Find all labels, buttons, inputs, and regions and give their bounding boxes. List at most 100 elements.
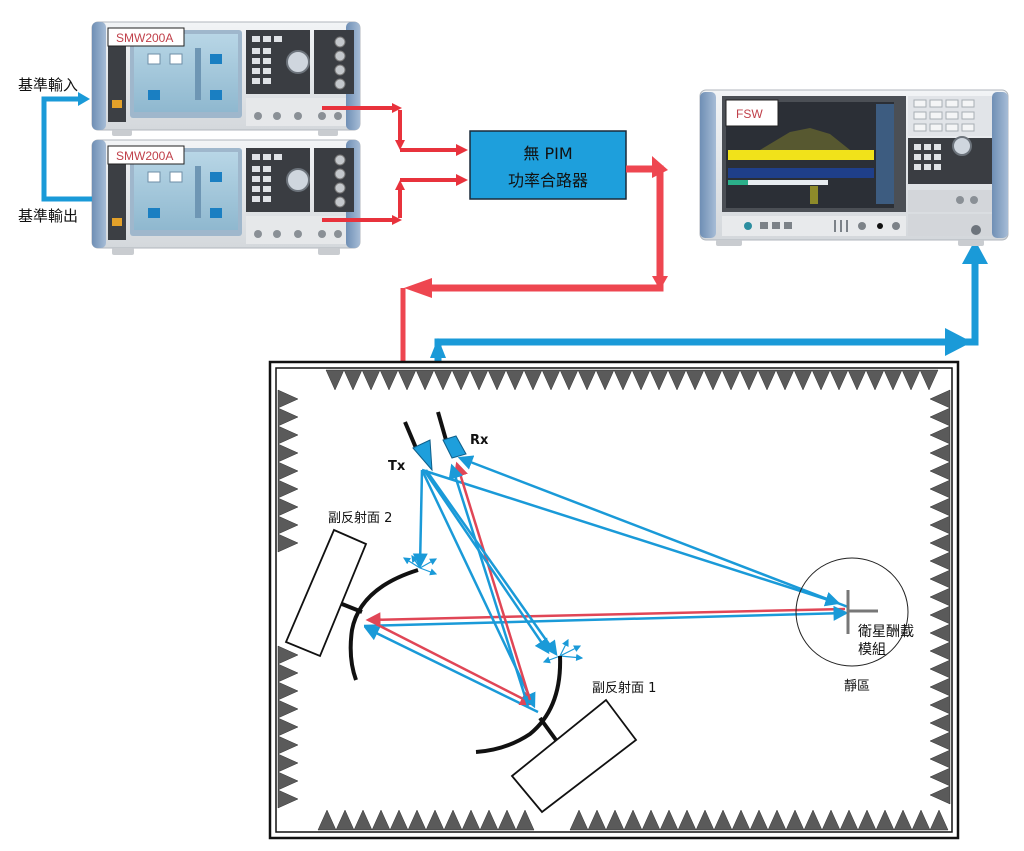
absorber-cone-bottom bbox=[875, 809, 895, 831]
absorber-cone-top bbox=[577, 369, 597, 391]
absorber-cone-top bbox=[865, 369, 885, 391]
absorber-cone-bottom bbox=[929, 809, 949, 831]
absorber-cone-bottom bbox=[425, 809, 445, 831]
signal-generator-top: SMW200A bbox=[91, 21, 361, 136]
absorber-cone-bottom bbox=[353, 809, 373, 831]
generator-top-label: SMW200A bbox=[116, 31, 173, 45]
absorber-cone-left bbox=[277, 443, 299, 463]
absorber-cone-right bbox=[929, 515, 951, 535]
absorber-cone-right bbox=[929, 533, 951, 553]
absorber-cone-top bbox=[775, 369, 795, 391]
absorber-cone-left bbox=[277, 753, 299, 773]
subreflector-1-label: 副反射面 1 bbox=[592, 680, 656, 696]
analyzer-label-box bbox=[725, 99, 779, 127]
absorber-cone-left bbox=[277, 663, 299, 683]
absorber-cone-top bbox=[505, 369, 525, 391]
absorber-cone-top bbox=[469, 369, 489, 391]
absorber-cone-left bbox=[277, 645, 299, 665]
absorber-cone-bottom bbox=[785, 809, 805, 831]
absorber-cone-right bbox=[929, 389, 951, 409]
absorber-cone-right bbox=[929, 695, 951, 715]
absorber-cone-right bbox=[929, 623, 951, 643]
absorber-cone-bottom bbox=[371, 809, 391, 831]
generator-bottom-label-box bbox=[107, 145, 185, 165]
absorber-cone-top bbox=[811, 369, 831, 391]
red-arrow-heads bbox=[392, 103, 468, 225]
absorber-cone-left bbox=[277, 479, 299, 499]
absorber-cone-top bbox=[883, 369, 903, 391]
absorber-cone-bottom bbox=[335, 809, 355, 831]
absorber-cone-bottom bbox=[749, 809, 769, 831]
absorber-cone-bottom bbox=[569, 809, 589, 831]
signal-generator-bottom: SMW200A bbox=[91, 139, 361, 255]
absorber-cone-bottom bbox=[803, 809, 823, 831]
spectrum-analyzer-fsw: FSW bbox=[699, 89, 1009, 246]
absorber-cone-left bbox=[277, 735, 299, 755]
absorber-cone-left bbox=[277, 717, 299, 737]
generator-top-label-box bbox=[107, 27, 185, 47]
absorber-cone-bottom bbox=[623, 809, 643, 831]
absorber-cone-right bbox=[929, 497, 951, 517]
absorber-cone-right bbox=[929, 641, 951, 661]
absorber-cone-top bbox=[685, 369, 705, 391]
absorber-cone-top bbox=[541, 369, 561, 391]
absorber-cone-bottom bbox=[839, 809, 859, 831]
absorber-cone-bottom bbox=[497, 809, 517, 831]
edge-diffraction-sub2 bbox=[402, 555, 438, 576]
absorber-cone-right bbox=[929, 731, 951, 751]
subreflector-1: 副反射面 1 bbox=[475, 655, 656, 814]
reference-arrow-head bbox=[78, 92, 90, 106]
quiet-zone: 衛星酬載 模組 靜區 bbox=[795, 557, 914, 694]
rx-label: Rx bbox=[470, 433, 489, 448]
absorber-cone-right bbox=[929, 659, 951, 679]
subreflector-2-positioner bbox=[284, 528, 368, 658]
anechoic-chamber bbox=[268, 360, 960, 840]
absorber-cone-top bbox=[721, 369, 741, 391]
absorber-cone-bottom bbox=[695, 809, 715, 831]
absorber-cone-left bbox=[277, 771, 299, 791]
absorber-cone-right bbox=[929, 443, 951, 463]
absorber-cone-bottom bbox=[515, 809, 535, 831]
absorber-cone-right bbox=[929, 713, 951, 733]
absorber-cone-top bbox=[667, 369, 687, 391]
absorber-cone-bottom bbox=[767, 809, 787, 831]
absorber-cone-right bbox=[929, 479, 951, 499]
absorber-cone-right bbox=[929, 425, 951, 445]
reference-connection: 基準輸入 基準輸出 bbox=[18, 76, 92, 225]
absorber-cone-top bbox=[397, 369, 417, 391]
absorber-cone-bottom bbox=[659, 809, 679, 831]
absorber-cone-top bbox=[451, 369, 471, 391]
rx-feed-horn: Rx bbox=[436, 411, 489, 459]
absorber-cone-bottom bbox=[713, 809, 733, 831]
combiner-label-line2: 功率合路器 bbox=[508, 171, 588, 190]
absorber-cone-left bbox=[277, 407, 299, 427]
absorber-cone-top bbox=[523, 369, 543, 391]
combiner-label-line1: 無 PIM bbox=[523, 144, 572, 163]
absorber-cone-bottom bbox=[641, 809, 661, 831]
reference-input-label: 基準輸入 bbox=[18, 76, 78, 94]
absorber-cone-left bbox=[277, 533, 299, 553]
subreflector-1-positioner bbox=[510, 698, 638, 814]
absorber-cone-right bbox=[929, 785, 951, 805]
absorber-cone-left bbox=[277, 681, 299, 701]
payload-label-line2: 模組 bbox=[858, 642, 886, 658]
absorber-cone-top bbox=[379, 369, 399, 391]
absorber-cone-right bbox=[929, 677, 951, 697]
absorber-cone-bottom bbox=[821, 809, 841, 831]
absorber-cone-bottom bbox=[893, 809, 913, 831]
absorber-cone-top bbox=[595, 369, 615, 391]
payload-label-line1: 衛星酬載 bbox=[858, 624, 914, 640]
absorber-cone-bottom bbox=[407, 809, 427, 831]
absorber-cone-left bbox=[277, 515, 299, 535]
absorber-cone-left bbox=[277, 789, 299, 809]
absorber-cone-top bbox=[487, 369, 507, 391]
absorber-cone-bottom bbox=[461, 809, 481, 831]
absorber-cone-top bbox=[415, 369, 435, 391]
absorber-cone-right bbox=[929, 767, 951, 787]
absorber-cone-bottom bbox=[605, 809, 625, 831]
absorber-cone-top bbox=[433, 369, 453, 391]
edge-diffraction-sub1 bbox=[542, 638, 584, 664]
absorber-cone-right bbox=[929, 461, 951, 481]
absorber-cone-bottom bbox=[443, 809, 463, 831]
absorber-cone-top bbox=[703, 369, 723, 391]
